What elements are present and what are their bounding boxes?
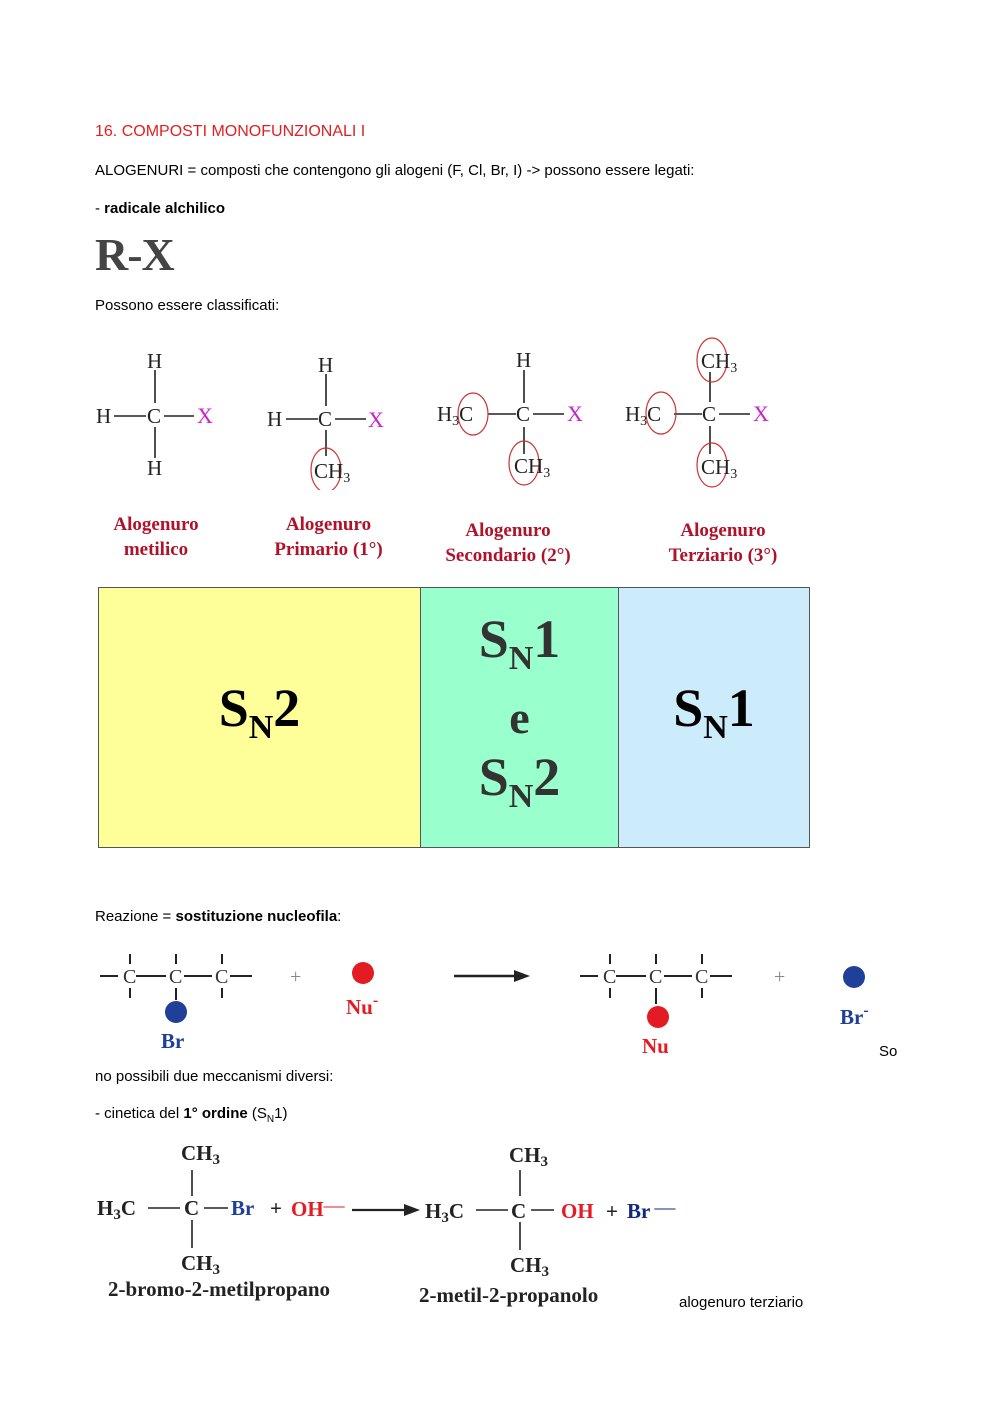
plus-sign: + (270, 1196, 282, 1220)
classificati-line: Possono essere classificati: (95, 297, 280, 314)
label-sn2: SN2 (478, 746, 561, 815)
nu-dot (352, 962, 374, 984)
intro-paragraph: ALOGENURI = composti che contengono gli … (95, 162, 695, 179)
atom-h: H (147, 456, 162, 480)
label-e: e (509, 691, 530, 743)
atom-c: C (516, 402, 530, 426)
sn1-reaction: CH3 H3C C CH3 CH3 H3C C CH3 + + 2-bromo-… (97, 1141, 676, 1307)
radicale-line: - radicale alchilico (95, 200, 225, 218)
atom-c: C (702, 402, 716, 426)
group-ch3: CH3 (514, 454, 550, 481)
label-sn2: SN2 (218, 677, 301, 746)
oh-label: OH (561, 1199, 594, 1223)
mechanism-table: SN2 SN1 e SN2 SN1 (98, 587, 810, 848)
atom-h: H (147, 349, 162, 373)
br-label: Br (231, 1196, 254, 1220)
reazione-line: Reazione = sostituzione nucleofila: (95, 908, 342, 925)
bromide-label: Br— (627, 1195, 676, 1223)
atom-h: H (267, 407, 282, 431)
cinetica-line: - cinetica del 1° ordine (SN1) (95, 1105, 288, 1125)
group-ch3: CH3 (701, 349, 737, 376)
halide-structures: H H C H H H C CH3 H H3C C CH3 CH3 H3C C … (96, 337, 769, 490)
atom-h: H (318, 353, 333, 377)
group-ch3: CH3 (181, 1141, 220, 1168)
substitution-scheme: C C C C C C + + Br Nu- Nu Br- (100, 954, 869, 1058)
atom-x: X (197, 403, 213, 428)
br-dot (843, 966, 865, 988)
atom-c: C (603, 966, 616, 988)
atom-h: H (516, 348, 531, 372)
group-ch3: CH3 (181, 1251, 220, 1278)
box-sn1-e-sn2: SN1 e SN2 (421, 588, 619, 847)
atom-c: C (147, 404, 161, 428)
atom-c: C (318, 407, 332, 431)
group-h3c: H3C (437, 402, 473, 429)
hydroxide-label: OH— (291, 1193, 346, 1221)
plus-sign: + (606, 1199, 618, 1223)
br-dot (165, 1001, 187, 1023)
radicale-bold: radicale alchilico (104, 200, 226, 217)
atom-h: H (96, 404, 111, 428)
atom-x: X (753, 401, 769, 426)
product-name: 2-metil-2-propanolo (419, 1283, 598, 1307)
br-label: Br (161, 1029, 184, 1053)
meccanismi-line: no possibili due meccanismi diversi: (95, 1068, 334, 1085)
radicale-dash: - (95, 200, 105, 217)
atom-c: C (169, 966, 182, 988)
group-ch3: CH3 (314, 459, 350, 486)
rx-formula: R-X (95, 229, 175, 280)
atom-x: X (567, 401, 583, 426)
atom-c: C (215, 966, 228, 988)
reactant-name: 2-bromo-2-metilpropano (108, 1277, 330, 1301)
box-sn2: SN2 (99, 588, 421, 847)
nu-label: Nu- (346, 992, 378, 1019)
atom-c: C (511, 1199, 526, 1223)
so-fragment: So (879, 1043, 898, 1060)
group-h3c: H3C (97, 1196, 136, 1223)
group-ch3: CH3 (701, 455, 737, 482)
nu-label: Nu (642, 1034, 669, 1058)
section-heading: 16. COMPOSTI MONOFUNZIONALI I (95, 123, 366, 140)
atom-c: C (184, 1196, 199, 1220)
label-sn1: SN1 (478, 608, 561, 677)
box-sn1: SN1 (619, 588, 809, 847)
atom-c: C (695, 966, 708, 988)
plus-sign: + (290, 966, 301, 988)
group-h3c: H3C (425, 1199, 464, 1226)
plus-sign: + (774, 966, 785, 988)
group-ch3: CH3 (510, 1253, 549, 1280)
nu-dot (647, 1006, 669, 1028)
alogenuro-terziario-label: alogenuro terziario (679, 1294, 804, 1311)
atom-c: C (649, 966, 662, 988)
atom-c: C (123, 966, 136, 988)
label-sn1: SN1 (673, 677, 755, 746)
br-label: Br- (840, 1002, 869, 1029)
atom-x: X (368, 407, 384, 432)
group-ch3: CH3 (509, 1143, 548, 1170)
group-h3c: H3C (625, 402, 661, 429)
